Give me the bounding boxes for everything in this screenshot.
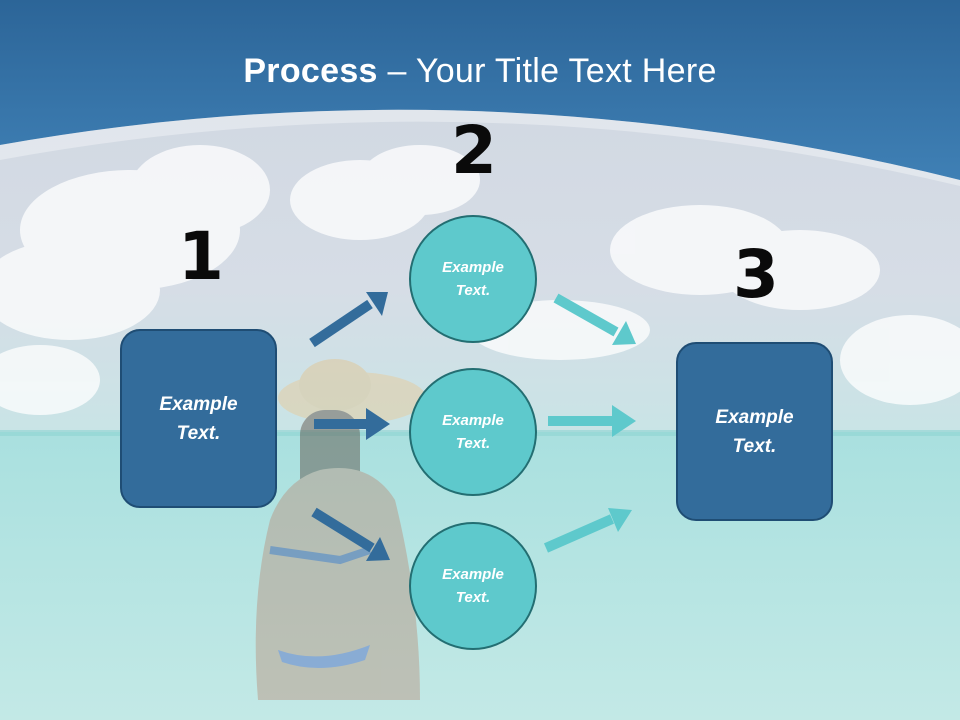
flow-arrows xyxy=(309,292,636,561)
circle-top-text: Example Text. xyxy=(442,259,504,299)
arrow-bottom-to-right xyxy=(543,508,632,553)
process-circle-bottom: Example Text. xyxy=(409,522,537,650)
step-number-2: 2 xyxy=(451,112,497,189)
circle-bottom-text: Example Text. xyxy=(442,566,504,606)
arrow-top-to-right xyxy=(553,293,636,345)
arrow-left-to-top xyxy=(309,292,388,348)
header-band xyxy=(0,0,960,180)
right-process-box: Example Text. xyxy=(676,342,833,521)
person-silhouette xyxy=(255,359,426,700)
left-box-text: Example Text. xyxy=(159,393,238,444)
step-number-3: 3 xyxy=(733,236,779,313)
process-circle-top: Example Text. xyxy=(409,215,537,343)
process-circle-middle: Example Text. xyxy=(409,368,537,496)
clouds xyxy=(0,145,960,415)
arrow-left-to-bottom xyxy=(311,507,390,561)
slide-title: Process – Your Title Text Here xyxy=(0,52,960,91)
arrow-left-to-middle xyxy=(314,408,390,440)
arrow-middle-to-right xyxy=(548,405,636,437)
title-bold: Process xyxy=(243,52,378,90)
step-number-1: 1 xyxy=(178,218,224,295)
left-process-box: Example Text. xyxy=(120,329,277,508)
right-box-text: Example Text. xyxy=(715,406,794,457)
title-rest: – Your Title Text Here xyxy=(377,52,717,90)
circle-middle-text: Example Text. xyxy=(442,412,504,452)
